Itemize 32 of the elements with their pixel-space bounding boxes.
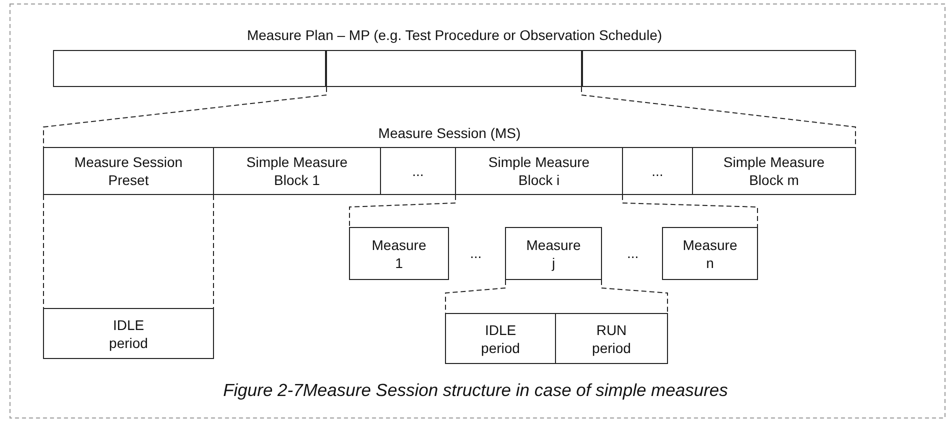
period-box	[43, 308, 214, 359]
plan-segment	[53, 50, 326, 87]
plan-segment	[326, 50, 582, 87]
dashed-connector	[213, 194, 214, 308]
dashed-connector	[43, 86, 327, 148]
measure-box	[349, 227, 449, 280]
box-label: Measure 1	[370, 236, 428, 272]
plan-segment	[582, 50, 856, 87]
section-heading: Measure Plan – MP (e.g. Test Procedure or Observation Schedule)	[246, 26, 662, 44]
dashed-connector	[43, 194, 44, 308]
period-box	[555, 313, 668, 364]
period-box	[445, 313, 556, 364]
measure-box	[505, 227, 602, 280]
box-label: Simple Measure Block m	[722, 153, 826, 189]
box-label: IDLE period	[108, 316, 149, 352]
ellipsis-label: ...	[627, 245, 639, 261]
box-label: RUN period	[591, 320, 632, 356]
measure-box	[662, 227, 758, 280]
dashed-connector	[601, 280, 668, 314]
box-label: Measure n	[682, 236, 738, 272]
box-label: ...	[652, 162, 664, 180]
box-label: Measure j	[525, 236, 582, 272]
box-label: Measure Session Preset	[73, 153, 184, 189]
box-label: IDLE period	[480, 320, 521, 356]
figure-caption: Figure 2-7Measure Session structure in case of simple measures	[222, 380, 729, 401]
box-label: Simple Measure Block i	[487, 153, 591, 189]
dashed-connector	[622, 194, 758, 228]
box-label: Simple Measure Block 1	[245, 153, 349, 189]
dashed-connector	[349, 194, 456, 228]
box-label: ...	[412, 162, 424, 180]
ellipsis-label: ...	[470, 245, 482, 261]
section-heading: Measure Session (MS)	[378, 124, 521, 142]
